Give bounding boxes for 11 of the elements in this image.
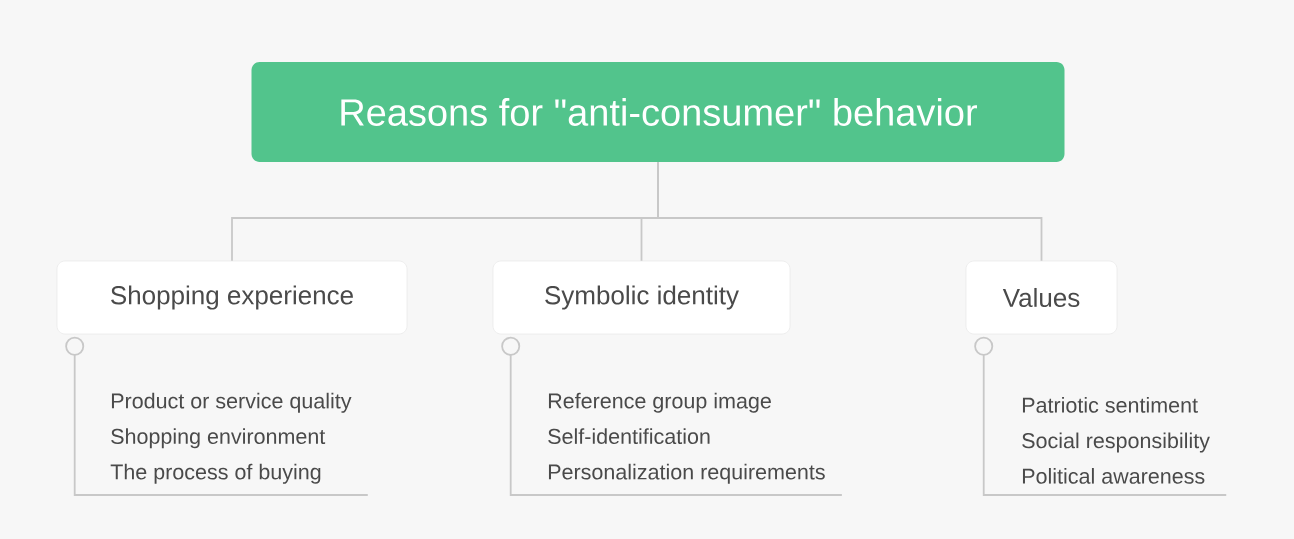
item-list: Reference group image Self-identification Personalization requirements (548, 392, 825, 484)
category-box: Values (965, 260, 1118, 335)
tree-connector (657, 161, 1043, 262)
bracket-connector (65, 336, 369, 496)
category-box: Shopping experience (56, 260, 408, 335)
bracket-connector (974, 336, 1228, 496)
item-list: Product or service quality Shopping environment The process of buying (110, 392, 352, 484)
category-box: Symbolic identity (492, 260, 791, 335)
bracket-connector (501, 336, 843, 496)
title-box: Reasons for "anti-consumer" behavior (251, 62, 1065, 162)
item-list: Patriotic sentiment Social responsibility Political awareness (1022, 397, 1210, 484)
